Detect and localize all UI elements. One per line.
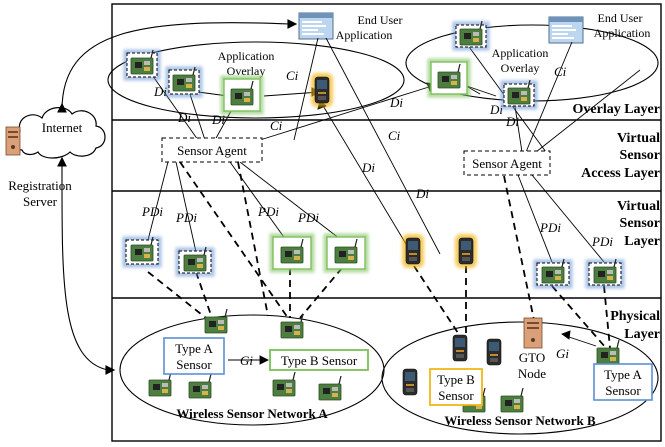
end-user-label-1: End User (598, 11, 643, 25)
layer-labels: Overlay Layer Virtual Sensor Access Laye… (573, 102, 661, 342)
end-user-app-left: End User Application (298, 12, 403, 42)
edge-label-di: Di (153, 84, 167, 99)
overlay-green-sensor (427, 58, 471, 98)
registration-label-2: Server (23, 194, 58, 209)
virtual-green-sensor (269, 233, 315, 273)
edge-label-ci: Ci (388, 128, 401, 143)
overlay-yellow-handheld (311, 73, 333, 107)
edge-label-ci: Ci (554, 64, 567, 79)
type-a-label: Type A (175, 341, 213, 356)
virtual-blue-sensor (175, 246, 215, 277)
gto-node-server-icon (523, 317, 543, 349)
gto-label: GTO (519, 350, 545, 365)
edge-label-pdi: PDi (141, 204, 163, 219)
end-user-label-2: Application (336, 28, 393, 42)
virtual-blue-sensor (122, 236, 162, 268)
dashed-links (147, 161, 611, 349)
edge-label-di: Di (415, 186, 429, 201)
wsn-a-label: Wireless Sensor Network A (176, 406, 328, 421)
type-a-label: Type A (604, 367, 642, 382)
overlay-blue-sensor (123, 49, 161, 81)
wsn-a-ellipse (119, 314, 385, 426)
internet-label: Internet (42, 120, 83, 135)
type-b-sensor-box-a: Type B Sensor (269, 349, 369, 371)
type-a-sensor-box-b: Type A Sensor (593, 363, 653, 401)
type-a-sensor-box-a: Type A Sensor (163, 337, 225, 375)
type-b-sensor-label: Type B Sensor (281, 353, 358, 368)
virtual-access-label-3: Access Layer (581, 166, 660, 181)
overlay-green-sensor (220, 75, 264, 115)
registration-server-icon (5, 126, 21, 156)
edge-label-di: Di (211, 112, 225, 127)
sensor-agent-right-label: Sensor Agent (472, 156, 542, 171)
overlay-ellipse-left (107, 41, 405, 119)
sensor-agent-left-label: Sensor Agent (177, 143, 247, 158)
sensor-label: Sensor (605, 383, 641, 398)
edge-label-di: Di (389, 95, 403, 110)
internet-links (57, 19, 298, 375)
physical-label-1: Physical (610, 309, 660, 324)
edge-label-di: Di (505, 114, 519, 129)
overlay-blue-sensor (165, 66, 203, 98)
edge-label-pdi: PDi (591, 234, 613, 249)
edge-label-pdi: PDi (257, 204, 279, 219)
node-label: Node (518, 366, 546, 381)
virtual-sensor-label-1: Virtual (617, 199, 660, 214)
edge-label-di: Di (489, 102, 503, 117)
app-overlay-right-label-1: Application (492, 46, 549, 60)
virtual-blue-sensor (533, 258, 573, 289)
edge-labels: Di Di Di Ci Ci Di Ci Di Di Di Di Ci PDi … (141, 64, 613, 368)
app-overlay-left-label-1: Application (218, 49, 275, 63)
edge-label-di: Di (361, 160, 375, 175)
wsn-b-ellipse (381, 321, 659, 435)
edge-label-pdi: PDi (539, 220, 561, 235)
edge-label-ci: Ci (270, 118, 283, 133)
data-links (147, 37, 641, 365)
end-user-label-2: Application (594, 26, 651, 40)
virtual-access-label-2: Sensor (620, 148, 660, 163)
virtual-green-sensor (323, 233, 369, 273)
virtual-yellow-handheld (402, 234, 424, 268)
overlay-blue-sensor (500, 79, 538, 110)
edge-label-pdi: PDi (175, 210, 197, 225)
internet-cloud: Internet (11, 107, 106, 159)
app-overlay-right-label-2: Overlay (501, 61, 540, 75)
edge-label-di: Di (177, 110, 191, 125)
edge-label-ci: Ci (286, 68, 299, 83)
app-overlay-left-label-2: Overlay (227, 64, 266, 78)
virtual-sensor-label-3: Layer (624, 234, 660, 249)
sensor-agent-right: Sensor Agent (463, 150, 551, 176)
sensor-agent-left: Sensor Agent (161, 137, 263, 163)
type-b-sensor-box-b: Type B Sensor (429, 368, 483, 406)
virtual-access-label-1: Virtual (617, 131, 660, 146)
overlay-layer-label: Overlay Layer (573, 102, 660, 117)
virtual-yellow-handheld (455, 234, 477, 268)
virtual-sensor-label-2: Sensor (620, 216, 660, 231)
virtual-blue-sensor (585, 258, 625, 289)
end-user-app-right: End User Application (548, 11, 651, 44)
type-b-label: Type B (437, 372, 475, 387)
wsn-b-label: Wireless Sensor Network B (444, 413, 596, 428)
edge-label-gi: Gi (240, 353, 253, 368)
edge-label-gi: Gi (556, 346, 569, 361)
sensor-label: Sensor (438, 388, 474, 403)
physical-label-2: Layer (624, 327, 660, 342)
registration-label-1: Registration (8, 178, 72, 193)
overlay-blue-sensor (452, 20, 490, 51)
edge-label-pdi: PDi (297, 210, 319, 225)
sensor-label: Sensor (176, 357, 212, 372)
layer-frame (111, 3, 662, 442)
end-user-label-1: End User (358, 13, 403, 27)
